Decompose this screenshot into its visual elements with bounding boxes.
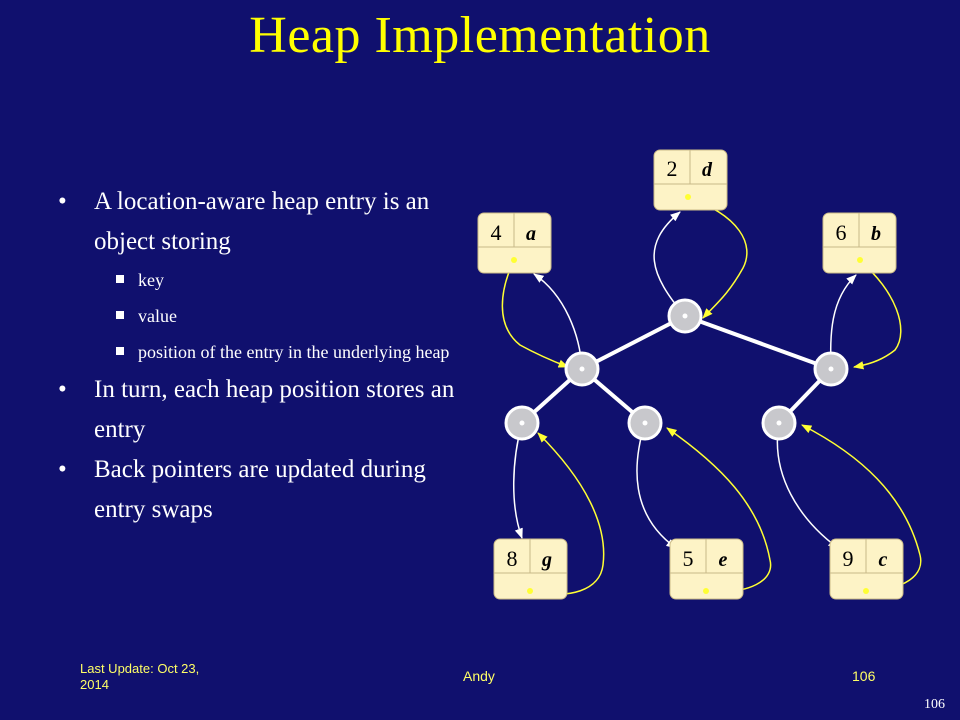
entry-key: 8 [507,546,518,571]
entry-pointers [513,211,857,549]
entry-value: c [879,549,888,571]
entry-key: 9 [843,546,854,571]
entry-key: 2 [667,156,678,181]
sub-bullet-text: key [138,270,164,290]
entry-box-d: 2 d [653,149,728,211]
entry-value: d [702,159,713,181]
entry-key: 5 [683,546,694,571]
entry-value: g [541,549,552,571]
bullet-back-pointers: •Back pointers are updated during entry … [58,456,426,523]
heap-node-right [813,351,849,387]
sub-bullet-text: value [138,306,177,326]
sub-bullet-value: value [58,298,478,334]
heap-node-root [667,298,703,334]
entry-value: e [719,549,728,571]
entry-box-b: 6 b [822,212,897,274]
slide-number: 106 [924,697,945,712]
pointer-lr-to-e [636,422,677,549]
sub-bullet-text: position of the entry in the underlying … [138,342,450,362]
entry-value: a [526,223,536,245]
tree-edge [684,314,832,371]
sub-bullet-key: key [58,262,478,298]
bullet-heap-position: •In turn, each heap position stores an e… [58,376,455,443]
bullet-text: In turn, each heap position stores an en… [94,376,455,443]
footer-author: Andy [463,668,495,684]
heap-node-left [564,351,600,387]
heap-nodes [504,298,849,441]
tree-edge [581,314,686,371]
back-pointer-a [501,259,569,368]
entry-box-c: 9 c [829,538,904,600]
heap-node-left-left [504,405,540,441]
entry-box-e: 5 e [669,538,744,600]
bullet-entry-definition: •A location-aware heap entry is an objec… [58,188,430,255]
sub-bullet-position: position of the entry in the underlying … [58,334,478,370]
entry-box-a: 4 a [477,212,552,274]
bullet-text: A location-aware heap entry is an object… [94,188,430,255]
footer-page: 106 [852,668,876,684]
entry-key: 6 [836,220,847,245]
footer-last-update-line2: 2014 [80,677,109,692]
entry-box-g: 8 g [493,538,568,600]
footer-last-update-line1: Last Update: Oct 23, [80,661,200,676]
entry-key: 4 [491,220,502,245]
entry-value: b [871,223,881,245]
back-pointer-d [685,196,748,319]
heap-node-right-left [761,405,797,441]
heap-node-left-right [627,405,663,441]
entries: 2 d 4 a 6 b 8 g [477,149,904,600]
bullet-text: Back pointers are updated during entry s… [94,456,426,523]
back-pointer-e [666,427,772,593]
pointer-rl-to-c [776,422,839,549]
back-pointer-b [852,260,902,370]
bullet-list: •A location-aware heap entry is an objec… [58,182,478,530]
footer-last-update: Last Update: Oct 23, 2014 [80,661,199,693]
slide-title: Heap Implementation [249,7,711,64]
